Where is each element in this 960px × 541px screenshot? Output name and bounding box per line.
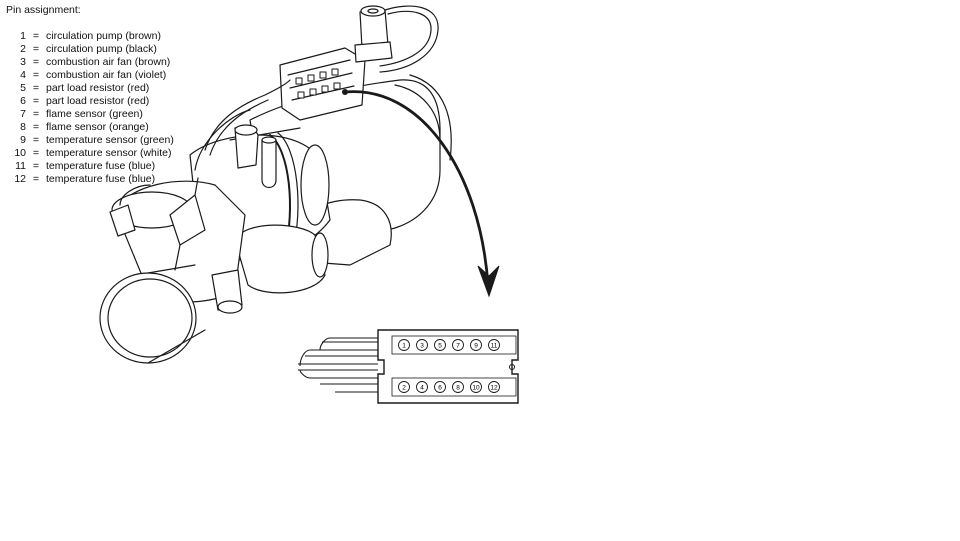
connector-pin: 11 — [488, 339, 500, 351]
pin-number: 8 — [20, 121, 26, 133]
pin-equals: = — [32, 82, 40, 94]
pin-equals: = — [32, 43, 40, 55]
connector-pin: 5 — [434, 339, 446, 351]
connector-pin: 3 — [416, 339, 428, 351]
pin-description: flame sensor (green) — [46, 108, 143, 120]
connector-plug: 1 3 5 7 9 11 — [377, 329, 519, 404]
pin-label: 11 — [491, 343, 498, 350]
pin-row: 12 = temperature fuse (blue) — [6, 173, 174, 186]
pin-row: 9 = temperature sensor (green) — [6, 134, 174, 147]
pin-row: 1 = circulation pump (brown) — [6, 30, 174, 43]
pin-label: 1 — [402, 343, 406, 350]
connector-pin: 8 — [452, 381, 464, 393]
pin-label: 2 — [402, 385, 406, 392]
pin-number: 2 — [20, 43, 26, 55]
arrowhead-icon — [477, 265, 500, 298]
heater-unit-illustration — [99, 5, 452, 364]
connector-pin: 12 — [488, 381, 500, 393]
pin-list: 1 = circulation pump (brown) 2 = circulation… — [6, 30, 174, 186]
pin-number: 10 — [14, 147, 26, 159]
pin-row: 7 = flame sensor (green) — [6, 108, 174, 121]
pin-description: temperature sensor (white) — [46, 147, 172, 159]
pin-row: 2 = circulation pump (black) — [6, 43, 174, 56]
pin-number: 12 — [14, 173, 26, 185]
pin-number: 7 — [20, 108, 26, 120]
pin-equals: = — [32, 173, 40, 185]
pin-row: 6 = part load resistor (red) — [6, 95, 174, 108]
pin-equals: = — [32, 69, 40, 81]
pin-row: 3 = combustion air fan (brown) — [6, 56, 174, 69]
connector-pin: 10 — [470, 381, 482, 393]
pin-description: circulation pump (brown) — [46, 30, 161, 42]
pin-label: 7 — [456, 343, 460, 350]
pin-equals: = — [32, 95, 40, 107]
connector-pin: 9 — [470, 339, 482, 351]
pin-description: part load resistor (red) — [46, 95, 150, 107]
connector-pin: 7 — [452, 339, 464, 351]
pin-label: 8 — [456, 385, 460, 392]
pin-assignment-legend: Pin assignment: 1 = circulation pump (brow… — [6, 4, 174, 186]
pin-label: 5 — [438, 343, 442, 350]
pin-row: 4 = combustion air fan (violet) — [6, 69, 174, 82]
pin-label: 4 — [420, 385, 424, 392]
pin-label: 3 — [420, 343, 424, 350]
pin-description: temperature fuse (blue) — [46, 160, 156, 172]
pin-number: 11 — [15, 160, 26, 172]
connector-pin: 6 — [434, 381, 446, 393]
connector-pin: 1 — [398, 339, 410, 351]
pin-number: 3 — [20, 56, 26, 68]
pin-description: flame sensor (orange) — [46, 121, 149, 133]
pin-number: 6 — [20, 95, 26, 107]
pin-description: temperature fuse (blue) — [46, 173, 156, 185]
pin-description: part load resistor (red) — [46, 82, 150, 94]
connector-pin: 4 — [416, 381, 428, 393]
legend-title: Pin assignment: — [6, 4, 81, 16]
pin-equals: = — [32, 121, 40, 133]
pin-equals: = — [32, 30, 40, 42]
pin-number: 4 — [20, 69, 26, 81]
pin-description: temperature sensor (green) — [46, 134, 174, 146]
pin-description: combustion air fan (violet) — [46, 69, 167, 81]
pin-number: 5 — [20, 82, 26, 94]
pin-label: 10 — [472, 385, 480, 392]
pin-row: 8 = flame sensor (orange) — [6, 121, 174, 134]
pin-label: 9 — [474, 343, 478, 350]
pin-equals: = — [32, 147, 40, 159]
pin-label: 12 — [490, 385, 498, 392]
pin-equals: = — [32, 56, 40, 68]
pointer-arrow — [344, 90, 490, 286]
wire-harness — [298, 337, 378, 393]
connector-pin: 2 — [398, 381, 410, 393]
pin-number: 1 — [20, 30, 26, 42]
pin-label: 6 — [438, 385, 442, 392]
pin-row: 10 = temperature sensor (white) — [6, 147, 174, 160]
pin-row: 11 = temperature fuse (blue) — [6, 160, 174, 173]
pin-row: 5 = part load resistor (red) — [6, 82, 174, 95]
pin-number: 9 — [20, 134, 26, 146]
pin-description: circulation pump (black) — [46, 43, 157, 55]
pin-description: combustion air fan (brown) — [46, 56, 171, 68]
pin-equals: = — [32, 134, 40, 146]
pin-equals: = — [32, 108, 40, 120]
arrow-origin-dot — [342, 89, 348, 95]
pin-equals: = — [32, 160, 40, 172]
